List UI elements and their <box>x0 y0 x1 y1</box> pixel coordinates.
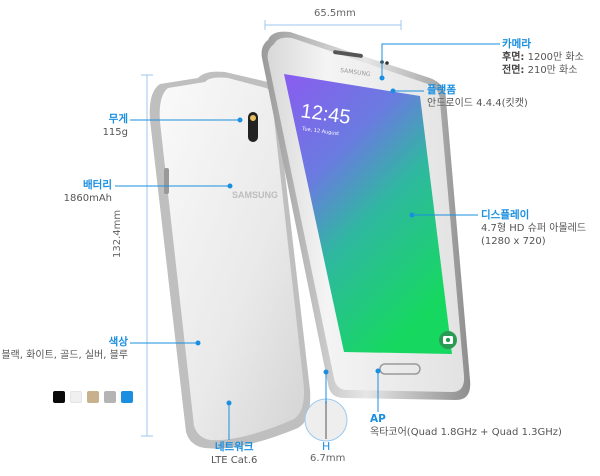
callout-camera: 카메라 후면: 1200만 화소 전면: 210만 화소 <box>502 38 584 77</box>
swatch-gold <box>87 391 99 403</box>
network-value: LTE Cat.6 <box>211 455 258 466</box>
swatch-silver <box>104 391 116 403</box>
weight-title: 무게 <box>108 113 128 125</box>
home-button <box>379 363 421 375</box>
ap-value: 옥타코어(Quad 1.8GHz + Quad 1.3GHz) <box>370 427 562 438</box>
ap-title: AP <box>370 413 386 425</box>
width-dimension: 65.5mm <box>314 8 356 19</box>
battery-title: 배터리 <box>83 179 112 191</box>
display-resolution: (1280 x 720) <box>481 236 546 247</box>
camera-title: 카메라 <box>502 38 531 50</box>
swatch-blue <box>121 391 133 403</box>
weight-value: 115g <box>102 127 128 138</box>
colors-title: 색상 <box>108 336 128 348</box>
phone-screen <box>284 74 452 354</box>
camera-front-label: 전면: <box>502 65 525 76</box>
network-title: 네트워크 <box>214 441 254 453</box>
front-brand-logo: SAMSUNG <box>340 67 372 78</box>
callout-colors: 색상 블랙, 화이트, 골드, 실버, 블루 <box>1 336 128 362</box>
callout-platform: 플랫폼 안드로이드 4.4.4(킷캣) <box>427 84 528 110</box>
camera-front-value: 210만 화소 <box>527 65 578 76</box>
phone-back: SAMSUNG <box>149 71 311 449</box>
swatch-white <box>70 391 82 403</box>
display-title: 디스플레이 <box>481 209 530 221</box>
callout-lines <box>115 43 500 440</box>
thickness-dimension: 6.7mm <box>310 453 346 464</box>
color-swatches <box>53 391 133 403</box>
colors-value: 블랙, 화이트, 골드, 실버, 블루 <box>1 350 128 361</box>
camera-rear-value: 1200만 화소 <box>527 52 584 63</box>
height-dimension: 132.4mm <box>112 209 123 258</box>
dimension-lines <box>141 20 402 437</box>
platform-title: 플랫폼 <box>427 84 456 96</box>
callout-battery: 배터리 1860mAh <box>64 179 112 205</box>
callout-network: 네트워크 LTE Cat.6 <box>211 441 257 467</box>
phone-front: SAMSUNG 12:45 Tue, 12 August <box>261 31 471 401</box>
thickness-marker: H <box>322 440 331 453</box>
display-value: 4.7형 HD 슈퍼 아몰레드 <box>481 223 587 234</box>
battery-value: 1860mAh <box>63 193 112 204</box>
platform-value: 안드로이드 4.4.4(킷캣) <box>427 98 528 109</box>
back-brand-logo: SAMSUNG <box>232 190 278 200</box>
callout-ap: AP 옥타코어(Quad 1.8GHz + Quad 1.3GHz) <box>370 413 562 439</box>
swatch-black <box>53 391 65 403</box>
screen-date: Tue, 12 August <box>301 126 340 137</box>
callout-weight: 무게 115g <box>103 113 128 139</box>
camera-rear-label: 후면: <box>502 52 525 63</box>
callout-display: 디스플레이 4.7형 HD 슈퍼 아몰레드 (1280 x 720) <box>481 209 586 248</box>
